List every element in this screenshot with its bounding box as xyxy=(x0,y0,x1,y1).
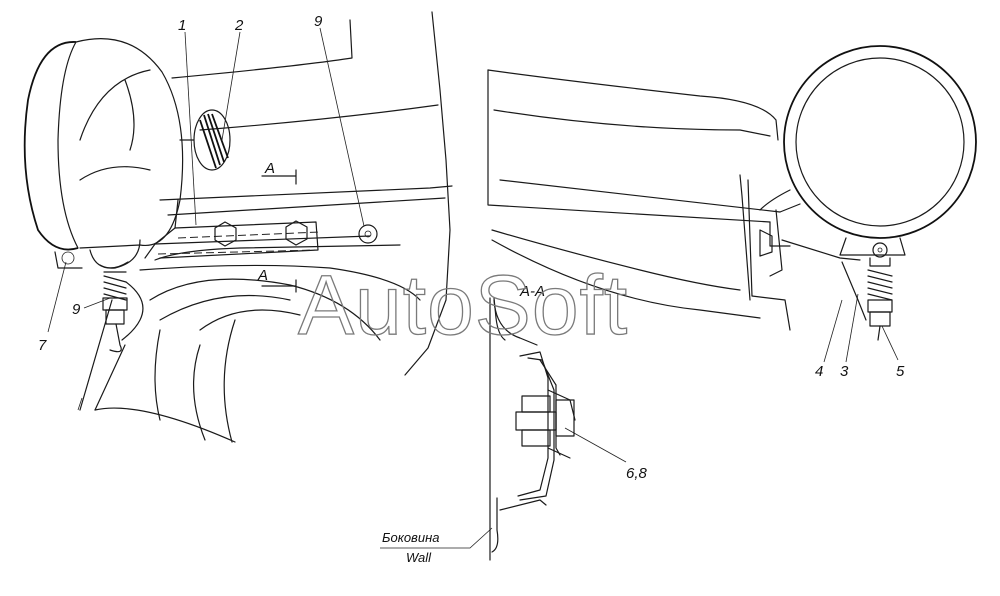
adjuster-knob xyxy=(179,109,231,171)
leader-lines xyxy=(47,27,899,549)
left-headlamp xyxy=(23,38,184,269)
label-part-2: 2 xyxy=(234,17,244,34)
label-part-1: 1 xyxy=(178,17,186,34)
right-headlamp xyxy=(759,45,977,341)
section-view-a-a xyxy=(489,297,576,561)
mounting-bracket xyxy=(144,199,378,259)
label-part-9-left: 9 xyxy=(72,301,81,318)
section-marker-bottom xyxy=(261,279,297,293)
left-spring-bolt xyxy=(102,271,144,353)
watermark: AutoSoft xyxy=(298,258,628,352)
label-wall-russian: Боковина xyxy=(382,530,439,545)
section-marker-top xyxy=(261,169,297,185)
label-part-6-8: 6,8 xyxy=(626,465,648,482)
label-section-a-bottom: A xyxy=(257,267,268,284)
label-part-4: 4 xyxy=(815,363,823,380)
label-part-3: 3 xyxy=(840,363,849,380)
label-section-view: A-A xyxy=(519,283,545,300)
label-part-7: 7 xyxy=(38,337,47,354)
left-cab-panel xyxy=(77,11,453,443)
label-part-9-top: 9 xyxy=(314,13,323,30)
label-part-5: 5 xyxy=(896,363,905,380)
label-section-a-top: A xyxy=(264,160,275,177)
label-wall-english: Wall xyxy=(406,550,432,565)
right-cab-panel xyxy=(487,69,861,331)
